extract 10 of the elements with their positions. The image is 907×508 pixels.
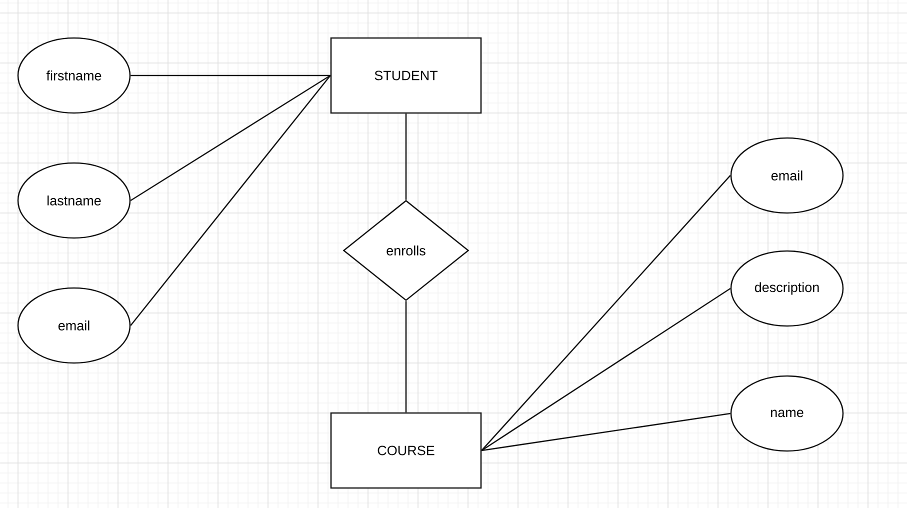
- connector-line: [130, 75, 331, 326]
- entity-box: COURSE: [330, 412, 482, 489]
- connector-line: [482, 412, 730, 452]
- entity-box: STUDENT: [330, 37, 482, 114]
- connector-line: [481, 175, 731, 451]
- connector-line: [130, 74, 331, 202]
- connector-line: [481, 288, 731, 452]
- connector-line: [405, 301, 407, 412]
- connector-line: [130, 74, 330, 76]
- connector-line: [405, 114, 407, 200]
